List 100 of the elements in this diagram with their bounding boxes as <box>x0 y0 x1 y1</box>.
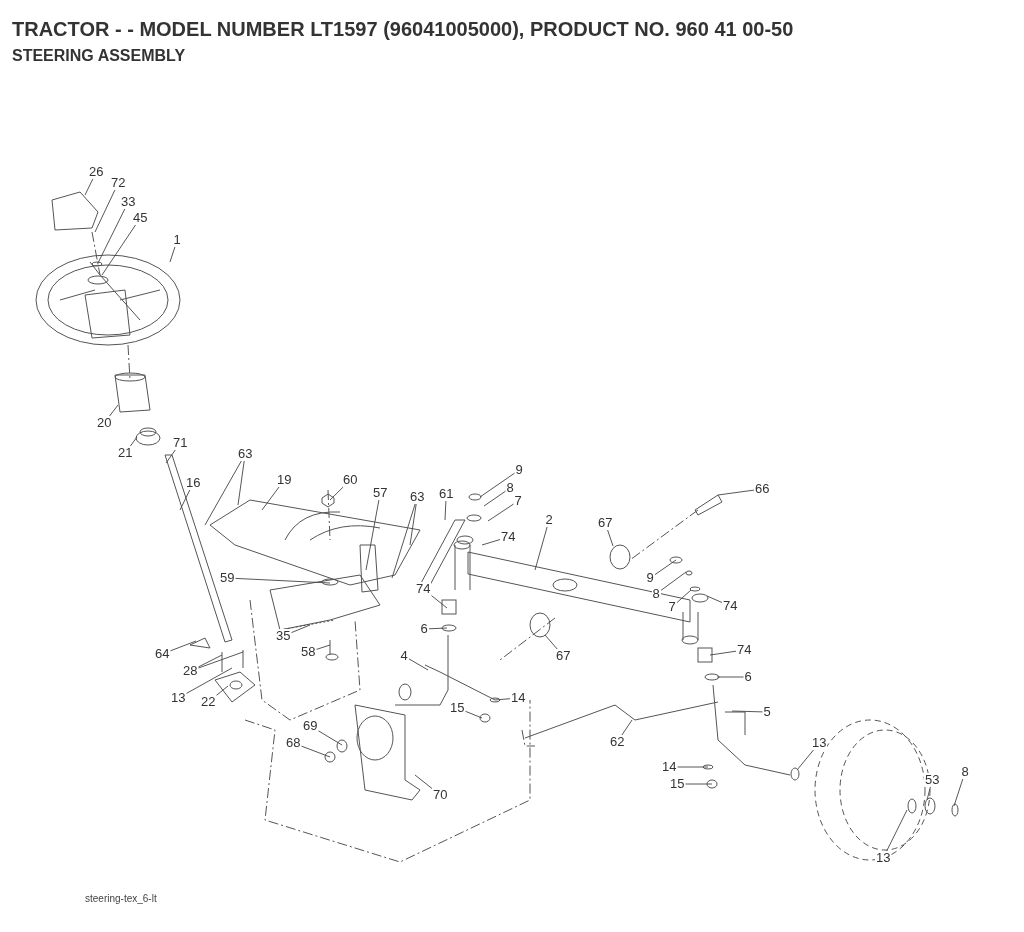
callout-number: 35 <box>275 629 292 643</box>
callout-number: 8 <box>960 765 970 779</box>
callout-number: 13 <box>170 691 187 705</box>
callout-number: 6 <box>743 670 753 684</box>
page-title: TRACTOR - - MODEL NUMBER LT1597 (96041005000), PRODUCT NO. 960 41 00-50 <box>12 18 794 41</box>
leader-line <box>237 460 245 506</box>
callout-number: 66 <box>754 482 771 496</box>
callout-number: 8 <box>505 481 515 495</box>
leader-line <box>494 698 511 701</box>
leader-line <box>165 449 176 464</box>
leader-line <box>365 499 380 571</box>
callout-number: 21 <box>117 446 134 460</box>
leader-line <box>953 778 964 807</box>
callout-number: 20 <box>96 416 113 430</box>
leader-line <box>316 644 331 650</box>
callout-number: 6 <box>419 622 429 636</box>
leader-line <box>170 640 197 652</box>
leader-line <box>84 178 94 196</box>
callout-number: 15 <box>449 701 466 715</box>
callout-number: 13 <box>875 851 892 865</box>
leader-line <box>706 595 723 603</box>
leader-line <box>101 224 136 276</box>
callout-number: 68 <box>285 736 302 750</box>
callout-number: 9 <box>514 463 524 477</box>
leader-line <box>621 719 633 736</box>
callout-number: 14 <box>510 691 527 705</box>
leader-line <box>216 685 229 696</box>
leader-line <box>291 624 311 634</box>
subtitle: STEERING ASSEMBLY <box>12 47 186 65</box>
leader-line <box>431 595 448 609</box>
leader-line <box>329 486 344 501</box>
leader-line <box>886 809 908 852</box>
leader-line <box>534 526 548 571</box>
leader-line <box>129 436 138 447</box>
callout-number: 67 <box>555 649 572 663</box>
leader-line <box>717 489 755 496</box>
callout-number: 62 <box>609 735 626 749</box>
callout-number: 57 <box>372 486 389 500</box>
callout-number: 60 <box>342 473 359 487</box>
leader-line <box>414 774 433 789</box>
leader-line <box>487 503 514 522</box>
leader-line <box>731 710 763 713</box>
callout-number: 61 <box>438 487 455 501</box>
leader-line <box>198 651 244 669</box>
callout-number: 7 <box>667 600 677 614</box>
callout-number: 74 <box>736 643 753 657</box>
leader-line <box>709 650 737 656</box>
callout-number: 67 <box>597 516 614 530</box>
leader-line <box>444 500 447 521</box>
leader-line <box>481 539 501 546</box>
leader-line <box>716 676 744 678</box>
callout-number: 72 <box>110 176 127 190</box>
leader-line <box>465 710 483 719</box>
callout-number: 5 <box>762 705 772 719</box>
leader-line <box>796 749 814 771</box>
callout-number: 4 <box>399 649 409 663</box>
callout-number: 1 <box>172 233 182 247</box>
callout-number: 53 <box>924 773 941 787</box>
leader-line <box>479 472 515 498</box>
leader-line <box>318 730 343 746</box>
leader-line <box>179 489 191 511</box>
callout-number: 59 <box>219 571 236 585</box>
callout-number: 16 <box>185 476 202 490</box>
leader-line <box>428 627 448 630</box>
leader-line <box>94 189 116 233</box>
leader-line <box>261 486 280 511</box>
callout-number: 28 <box>182 664 199 678</box>
leader-line <box>109 404 119 417</box>
leader-line <box>483 490 506 507</box>
callout-number: 22 <box>200 695 217 709</box>
leader-line <box>97 208 126 264</box>
callout-number: 63 <box>409 490 426 504</box>
callout-number: 2 <box>544 513 554 527</box>
file-name: steering-tex_6-lt <box>85 893 157 904</box>
leader-line <box>660 571 687 592</box>
callout-number: 14 <box>661 760 678 774</box>
callout-number: 63 <box>237 447 254 461</box>
leader-line <box>676 589 692 604</box>
callout-number: 9 <box>645 571 655 585</box>
callout-number: 69 <box>302 719 319 733</box>
leader-line <box>301 745 331 758</box>
leader-line <box>677 766 709 768</box>
leader-line <box>391 503 416 579</box>
leader-line <box>926 786 931 801</box>
leader-line <box>204 460 242 526</box>
callout-number: 71 <box>172 436 189 450</box>
callout-number: 33 <box>120 195 137 209</box>
callout-number: 13 <box>811 736 828 750</box>
callout-number: 7 <box>513 494 523 508</box>
callout-number: 64 <box>154 647 171 661</box>
callout-number: 58 <box>300 645 317 659</box>
leader-line <box>409 503 417 546</box>
callout-number: 45 <box>132 211 149 225</box>
leader-line <box>654 559 677 576</box>
leader-line <box>186 667 233 694</box>
leader-line <box>685 783 713 785</box>
callout-number: 74 <box>500 530 517 544</box>
callout-number: 74 <box>415 582 432 596</box>
leader-line <box>408 658 429 671</box>
leader-line <box>235 577 331 584</box>
